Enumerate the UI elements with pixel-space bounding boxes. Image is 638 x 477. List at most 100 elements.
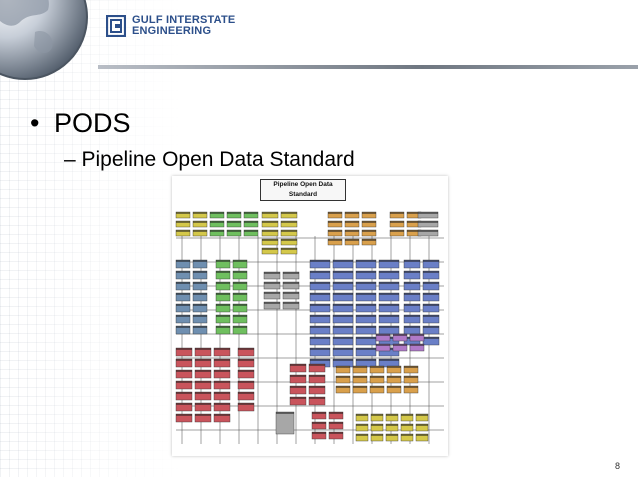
diagram-entity-header — [328, 230, 342, 232]
diagram-entity-header — [195, 359, 211, 361]
diagram-entity-header — [336, 386, 350, 388]
pods-data-model-diagram: Pipeline Open Data Standard — [172, 176, 448, 456]
diagram-entity-header — [353, 366, 367, 368]
diagram-entity-header — [387, 376, 401, 378]
diagram-entity-header — [309, 386, 325, 388]
diagram-entity-header — [423, 304, 439, 306]
diagram-entity-header — [214, 403, 230, 405]
diagram-entity-header — [176, 282, 190, 284]
diagram-entity-header — [290, 386, 306, 388]
diagram-entity-header — [176, 230, 190, 232]
diagram-entity-header — [244, 221, 258, 223]
diagram-entity-header — [336, 366, 350, 368]
diagram-entity-header — [310, 260, 330, 262]
diagram-entity-header — [283, 292, 299, 294]
diagram-entity-header — [176, 403, 192, 405]
diagram-entity-header — [193, 260, 207, 262]
diagram-entity-header — [416, 414, 428, 416]
diagram-title: Pipeline Open Data Standard — [273, 181, 333, 198]
diagram-entity-header — [176, 315, 190, 317]
diagram-entity-header — [281, 221, 297, 223]
diagram-entity-header — [410, 344, 424, 346]
diagram-entity-header — [290, 397, 306, 399]
diagram-entity-header — [328, 212, 342, 214]
diagram-entity-header — [410, 334, 424, 336]
diagram-entity-header — [310, 337, 330, 339]
bullet-text: PODS — [54, 108, 131, 138]
diagram-entity-header — [356, 424, 368, 426]
diagram-entity-header — [214, 348, 230, 350]
diagram-entity-header — [356, 304, 376, 306]
diagram-entity-header — [356, 348, 376, 350]
diagram-entity-header — [176, 212, 190, 214]
sub-bullet-text: – Pipeline Open Data Standard — [64, 148, 355, 171]
diagram-entity-header — [193, 326, 207, 328]
diagram-entity-header — [244, 212, 258, 214]
diagram-entity-header — [379, 359, 399, 361]
diagram-entity-header — [193, 282, 207, 284]
diagram-entity-header — [214, 370, 230, 372]
diagram-entity-header — [310, 282, 330, 284]
diagram-entity-header — [176, 392, 192, 394]
diagram-entity-header — [407, 230, 421, 232]
diagram-entity-header — [309, 397, 325, 399]
diagram-entity-header — [386, 424, 398, 426]
diagram-entity-header — [356, 271, 376, 273]
diagram-entity-header — [356, 434, 368, 436]
diagram-entity-header — [362, 239, 376, 241]
diagram-entity-header — [195, 392, 211, 394]
diagram-entity-header — [379, 282, 399, 284]
diagram-entity-header — [328, 221, 342, 223]
diagram-entity-header — [264, 302, 280, 304]
diagram-entity-header — [214, 414, 230, 416]
diagram-entity-header — [216, 271, 230, 273]
diagram-entity-header — [345, 221, 359, 223]
diagram-entity-header — [309, 375, 325, 377]
diagram-entity-header — [423, 315, 439, 317]
diagram-entity-header — [264, 292, 280, 294]
diagram-entity-header — [312, 422, 326, 424]
diagram-entity-header — [345, 230, 359, 232]
diagram-entity-header — [387, 366, 401, 368]
diagram-entity-header — [333, 348, 353, 350]
diagram-entity-header — [233, 293, 247, 295]
diagram-entity-header — [379, 315, 399, 317]
diagram-entity-header — [393, 344, 407, 346]
diagram-entity-header — [310, 293, 330, 295]
diagram-entity-header — [333, 293, 353, 295]
diagram-entity-header — [333, 337, 353, 339]
diagram-entity-header — [401, 434, 413, 436]
diagram-entity-header — [362, 221, 376, 223]
diagram-entity-header — [386, 434, 398, 436]
diagram-entity-header — [210, 212, 224, 214]
diagram-entity-header — [193, 221, 207, 223]
diagram-entity-header — [376, 344, 390, 346]
diagram-entity-header — [407, 221, 421, 223]
diagram-entity-header — [404, 326, 420, 328]
diagram-entity-header — [281, 239, 297, 241]
diagram-entity-header — [281, 248, 297, 250]
diagram-entity-header — [333, 315, 353, 317]
diagram-entity-header — [404, 366, 418, 368]
diagram-entity-header — [281, 230, 297, 232]
diagram-entity-header — [404, 271, 420, 273]
diagram-entity-header — [404, 293, 420, 295]
diagram-entity-header — [238, 370, 254, 372]
diagram-entity-header — [262, 230, 278, 232]
diagram-entity-header — [371, 414, 383, 416]
diagram-entity-header — [193, 315, 207, 317]
diagram-entity-header — [233, 271, 247, 273]
diagram-entity-header — [404, 260, 420, 262]
diagram-entity-header — [262, 248, 278, 250]
diagram-entity-header — [404, 304, 420, 306]
diagram-entity-header — [379, 260, 399, 262]
diagram-entity-header — [333, 282, 353, 284]
diagram-entity-header — [416, 424, 428, 426]
diagram-entity-header — [416, 434, 428, 436]
diagram-entity-header — [333, 304, 353, 306]
diagram-entity-header — [370, 386, 384, 388]
diagram-entity-header — [195, 348, 211, 350]
diagram-entity-header — [283, 282, 299, 284]
diagram-entity-header — [310, 315, 330, 317]
